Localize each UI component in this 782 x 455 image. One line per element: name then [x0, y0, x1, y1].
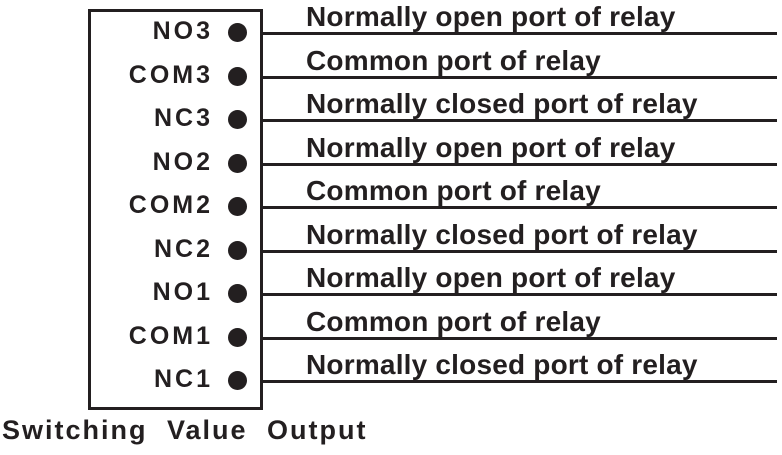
wire-description: Common port of relay: [306, 44, 601, 76]
terminal-label: COM3: [128, 60, 213, 89]
wire-description: Common port of relay: [306, 175, 601, 206]
terminal-label: COM1: [128, 321, 213, 350]
wire-line: [263, 162, 777, 166]
wire-line: [263, 119, 777, 122]
terminal-label: COM2: [128, 191, 213, 219]
wire-description: Common port of relay: [306, 305, 601, 337]
wire-description: Normally open port of relay: [306, 1, 676, 32]
wire-line: [263, 249, 777, 253]
diagram-caption: Switching Value Output: [2, 415, 368, 445]
terminal-label: NC2: [153, 234, 213, 263]
terminal-label: NO3: [152, 17, 213, 45]
wire-line: [263, 293, 777, 296]
terminal-dot-icon: [228, 197, 247, 216]
terminal-dot-icon: [228, 284, 247, 303]
wire-description: Normally closed port of relay: [306, 218, 698, 250]
terminal-dot-icon: [228, 110, 247, 129]
terminal-dot-icon: [228, 240, 247, 260]
wire-description: Normally open port of relay: [306, 131, 676, 163]
wire-line: [263, 336, 777, 340]
wire-description: Normally closed port of relay: [306, 88, 698, 119]
wire-description: Normally open port of relay: [306, 262, 676, 293]
terminal-dot-icon: [228, 371, 247, 390]
wire-line: [263, 32, 777, 35]
terminal-label: NC1: [153, 365, 213, 393]
terminal-dot-icon: [228, 153, 247, 173]
terminal-label: NO1: [152, 278, 213, 306]
wire-line: [263, 206, 777, 209]
terminal-dot-icon: [228, 66, 247, 86]
terminal-dot-icon: [228, 327, 247, 347]
terminal-dot-icon: [228, 23, 247, 42]
wire-description: Normally closed port of relay: [306, 349, 698, 380]
terminal-label: NO2: [152, 147, 213, 176]
wire-line: [263, 380, 777, 383]
terminal-label: NC3: [153, 104, 213, 132]
wire-line: [263, 75, 777, 79]
